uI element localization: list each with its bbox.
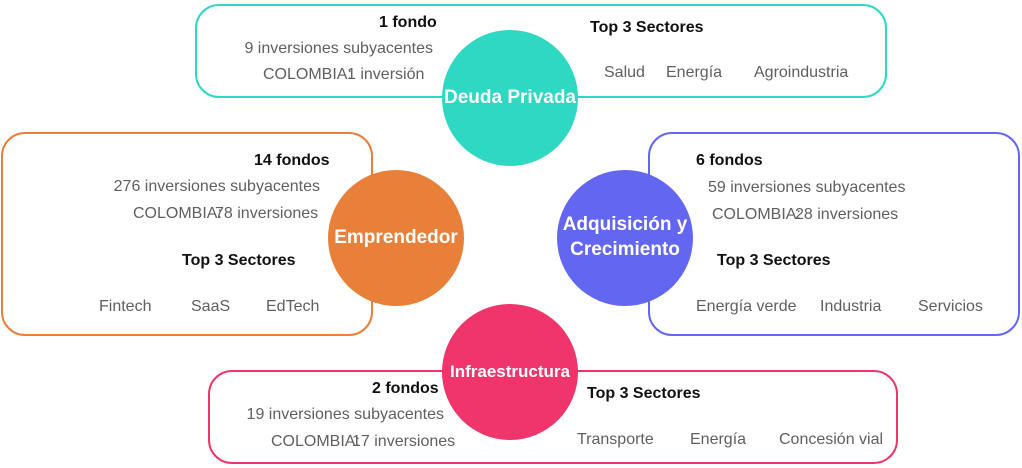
adquisicion-sector-1: Energía verde	[696, 298, 797, 315]
infra-colombia-label: COLOMBIA:	[271, 433, 360, 450]
deuda-sector-2: Energía	[666, 64, 723, 81]
emprendedor-sectors-title: Top 3 Sectores	[182, 252, 296, 269]
deuda-sectors-title: Top 3 Sectores	[590, 19, 704, 36]
adquisicion-colombia-label: COLOMBIA:	[712, 206, 801, 223]
emprendedor-sector-3: EdTech	[266, 298, 320, 315]
adquisicion-circle: Adquisición y Crecimiento	[557, 170, 693, 306]
deuda-colombia-value: 1 inversión	[347, 66, 425, 83]
deuda-investments: 9 inversiones subyacentes	[244, 40, 433, 57]
adquisicion-title-line1: Adquisición y	[562, 214, 688, 236]
adquisicion-sector-2: Industria	[820, 298, 882, 315]
infra-sector-3: Concesión vial	[779, 431, 884, 448]
adquisicion-colombia-value: 28 inversiones	[795, 206, 899, 223]
deuda-privada-title: Deuda Privada	[444, 86, 576, 108]
emprendedor-circle: Emprendedor	[328, 170, 464, 306]
emprendedor-colombia-label: COLOMBIA:	[133, 205, 222, 222]
deuda-funds: 1 fondo	[379, 14, 437, 31]
infra-sectors-title: Top 3 Sectores	[587, 385, 701, 402]
deuda-sector-3: Agroindustria	[754, 64, 849, 81]
infra-funds: 2 fondos	[372, 380, 439, 397]
deuda-privada-circle: Deuda Privada	[442, 30, 578, 166]
emprendedor-title: Emprendedor	[334, 226, 458, 248]
emprendedor-sector-1: Fintech	[99, 298, 152, 315]
infra-investments: 19 inversiones subyacentes	[246, 406, 444, 423]
emprendedor-funds: 14 fondos	[254, 152, 330, 169]
infra-sector-1: Transporte	[577, 431, 654, 448]
infraestructura-title: Infraestructura	[450, 361, 570, 381]
emprendedor-investments: 276 inversiones subyacentes	[113, 178, 320, 195]
deuda-colombia-label: COLOMBIA:	[263, 66, 352, 83]
emprendedor-colombia-value: 78 inversiones	[215, 205, 319, 222]
infra-sector-2: Energía	[690, 431, 747, 448]
adquisicion-sectors-title: Top 3 Sectores	[717, 252, 831, 269]
adquisicion-investments: 59 inversiones subyacentes	[708, 179, 906, 196]
adquisicion-sector-3: Servicios	[918, 298, 983, 315]
deuda-sector-1: Salud	[604, 64, 645, 81]
infra-colombia-value: 17 inversiones	[352, 433, 456, 450]
adquisicion-card	[648, 132, 1020, 336]
emprendedor-card	[1, 132, 373, 336]
infraestructura-circle: Infraestructura	[442, 304, 578, 440]
adquisicion-title-line2: Crecimiento	[570, 239, 680, 260]
adquisicion-funds: 6 fondos	[696, 152, 763, 169]
emprendedor-sector-2: SaaS	[191, 298, 231, 315]
